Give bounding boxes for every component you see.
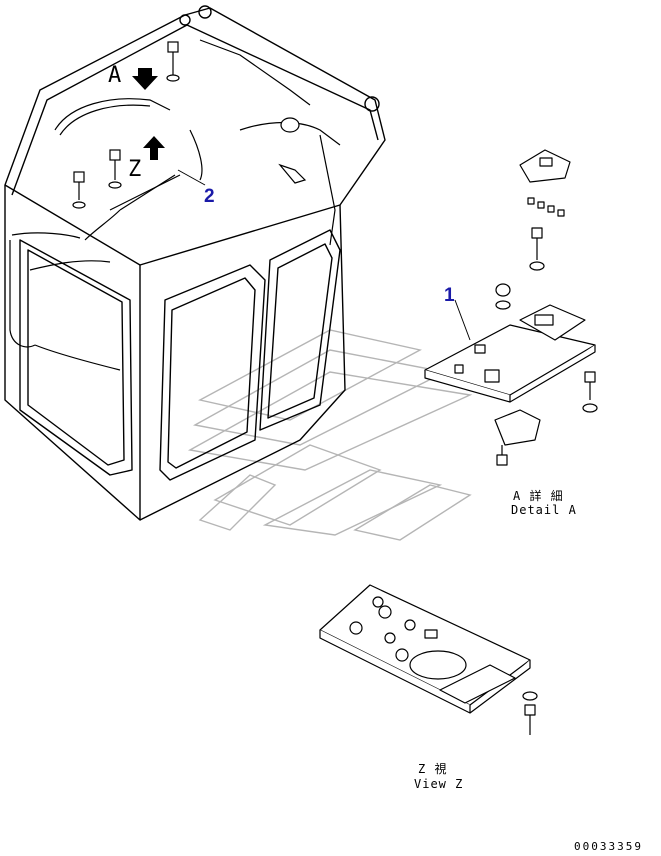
- view-marker-z: Z: [128, 157, 142, 182]
- callout-part-2: 2: [204, 186, 215, 207]
- wire-harness: [9, 39, 341, 371]
- detail-a-label-jp: A 詳 細: [513, 489, 564, 503]
- watermark-logo: [187, 329, 473, 541]
- view-marker-a: A: [108, 63, 122, 88]
- view-z-label-jp: Z 視: [418, 762, 448, 776]
- arrow-a-icon: [132, 68, 158, 90]
- bolt-parts: [72, 41, 307, 209]
- view-z-panel: [319, 584, 538, 735]
- leader-lines: [177, 169, 471, 341]
- callout-part-1: 1: [444, 285, 455, 306]
- drawing-code: 00033359: [574, 840, 643, 853]
- cab-body: [4, 5, 386, 521]
- view-z-label-en: View Z: [414, 777, 464, 791]
- view-arrows: [132, 68, 165, 160]
- detail-a-assembly: [424, 149, 598, 466]
- arrow-z-icon: [143, 136, 165, 160]
- detail-a-label-en: Detail A: [511, 503, 577, 517]
